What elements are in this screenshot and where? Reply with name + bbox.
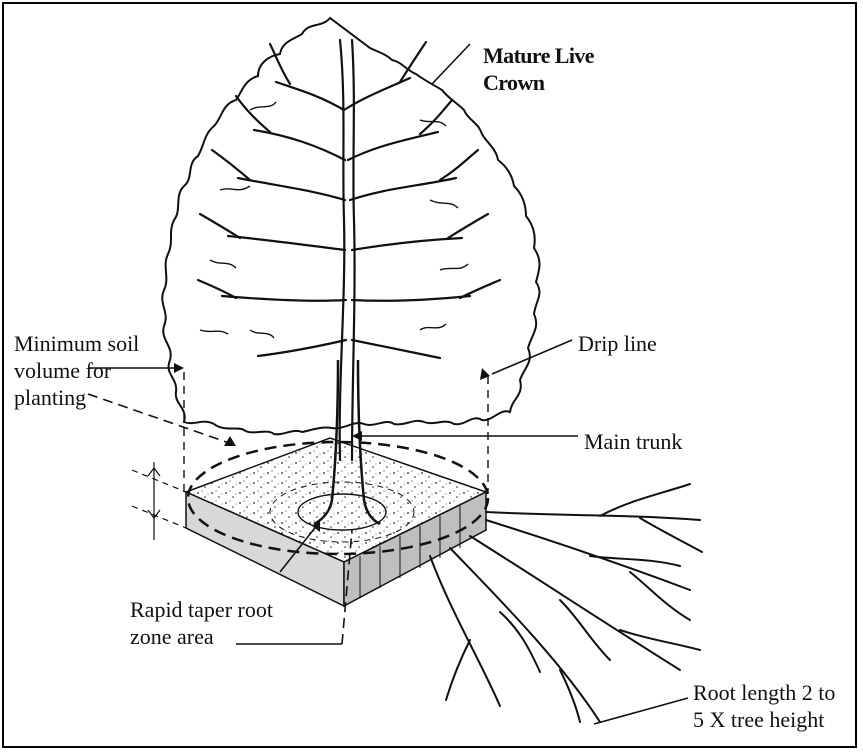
root-length-label: Root length 2 to 5 X tree height	[693, 679, 835, 733]
crown-label: Mature Live Crown	[483, 42, 594, 96]
rapid-taper-label: Rapid taper root zone area	[130, 596, 273, 650]
rapid-taper-line-1: Rapid taper root	[130, 596, 273, 623]
root-length-line-1: Root length 2 to	[693, 679, 835, 706]
crown-label-line-1: Mature Live	[483, 42, 594, 69]
crown-label-line-2: Crown	[483, 69, 594, 96]
drip-line-text: Drip line	[578, 330, 657, 357]
min-soil-line-3: planting	[14, 384, 139, 411]
min-soil-label: Minimum soil volume for planting	[14, 330, 139, 411]
main-trunk-label: Main trunk	[584, 428, 682, 455]
rapid-taper-line-2: zone area	[130, 623, 273, 650]
min-soil-line-1: Minimum soil	[14, 330, 139, 357]
soil-depth-dimension	[132, 462, 186, 540]
min-soil-line-2: volume for	[14, 357, 139, 384]
main-trunk-text: Main trunk	[584, 428, 682, 455]
drip-line-label: Drip line	[578, 330, 657, 357]
root-length-line-2: 5 X tree height	[693, 706, 835, 733]
